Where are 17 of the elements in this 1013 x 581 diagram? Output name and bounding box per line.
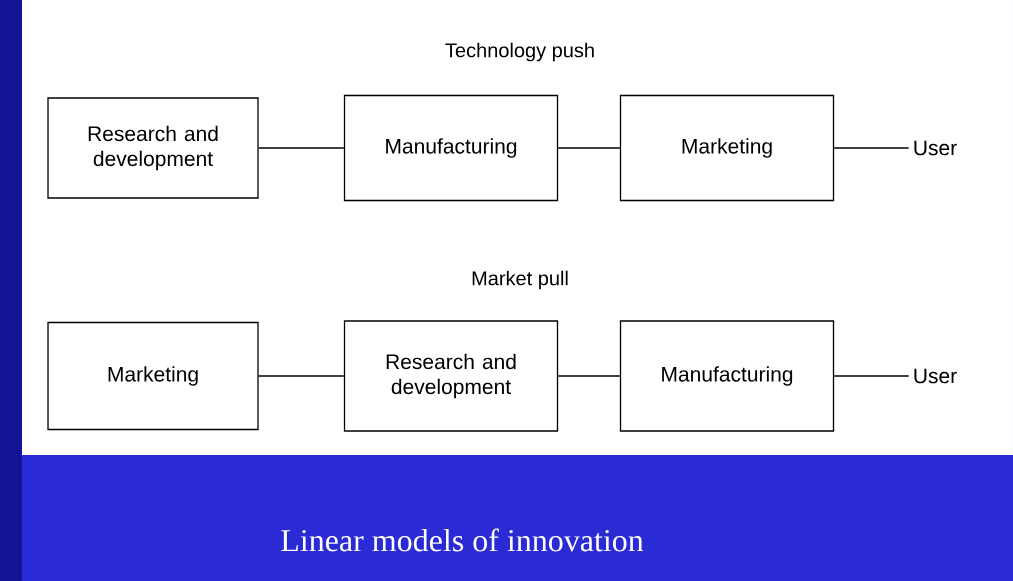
connector-line [258,147,345,149]
slide-caption: Linear models of innovation [281,528,644,552]
process-box: Research and development [343,320,559,432]
end-label: User [914,140,957,156]
process-box: Research and development [47,97,259,199]
connector-line [557,147,621,149]
row-heading: Technology push [445,42,594,62]
process-box: Manufacturing [619,320,835,432]
end-label: User [914,368,957,384]
connector-line [833,147,910,149]
process-box: Manufacturing [343,94,559,202]
row-heading: Market pull [472,270,568,290]
process-box: Marketing [619,94,835,202]
connector-line [557,375,621,377]
connector-line [833,375,910,377]
process-box: Marketing [47,321,259,431]
connector-line [258,375,345,377]
